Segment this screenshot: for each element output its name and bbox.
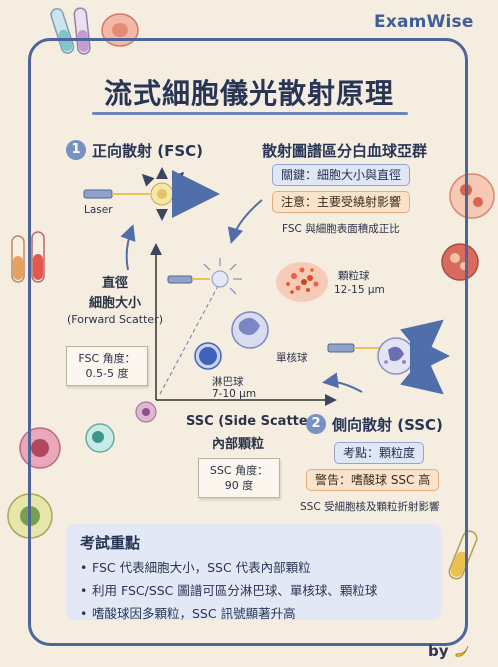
lymphocyte-size: 7-10 μm (212, 388, 257, 400)
step-number-2: 2 (306, 414, 326, 434)
granulocyte-cluster (276, 262, 328, 302)
byline: by (428, 642, 470, 660)
step-number-1: 1 (66, 140, 86, 160)
title-underline (92, 112, 408, 115)
fsc-heading: 正向散射 (FSC) (92, 142, 203, 160)
exam-point: •嗜酸球因多顆粒，SSC 訊號顯著升高 (80, 606, 296, 621)
right-cells-icon (441, 173, 495, 281)
exam-point: •FSC 代表細胞大小，SSC 代表內部顆粒 (80, 560, 311, 575)
plot-laser-icon (167, 275, 210, 284)
exam-heading: 考試重點 (80, 534, 141, 552)
ssc-cell-icon (377, 337, 415, 375)
ssc-heading: 側向散射 (SSC) (332, 416, 443, 434)
tag-to-plot-arrow (227, 199, 263, 244)
test-tubes-icon (50, 7, 91, 55)
fsc-angle-line1: FSC 角度： (78, 352, 136, 365)
ssc-down-arrow (400, 353, 444, 395)
ssc-to-plot-arrow (322, 372, 363, 393)
byline-text: by (428, 642, 449, 660)
monocyte-cell (231, 311, 269, 349)
exam-tag: 考點：顆粒度 (334, 442, 425, 464)
ssc-angle-line1: SSC 角度： (209, 464, 269, 477)
fsc-axis-label-3: (Forward Scatter) (66, 313, 163, 326)
content-frame (28, 38, 468, 646)
exam-point-text: FSC 代表細胞大小，SSC 代表內部顆粒 (92, 560, 311, 575)
exam-point-text: 利用 FSC/SSC 圖譜可區分淋巴球、單核球、顆粒球 (92, 583, 378, 598)
granulocyte-size: 12-15 μm (334, 284, 385, 296)
plot-heading: 散射圖譜區分白血球亞群 (262, 142, 428, 160)
ssc-axis-label-2: 內部顆粒 (212, 437, 265, 452)
lymphocyte-label: 淋巴球 (212, 376, 244, 388)
ssc-laser-icon (327, 343, 380, 353)
fsc-label-arrow (120, 224, 136, 271)
banana-icon (455, 645, 469, 657)
warning-tag: 警告：嗜酸球 SSC 高 (306, 469, 440, 491)
fsc-axis-label-1: 直徑 (101, 276, 128, 291)
laser-label: Laser (84, 204, 113, 216)
key-tag: 關鍵：細胞大小與直徑 (272, 164, 411, 186)
exam-point: •利用 FSC/SSC 圖譜可區分淋巴球、單核球、顆粒球 (80, 583, 378, 598)
fsc-caption: FSC 與細胞表面積成正比 (282, 223, 400, 235)
granulocyte-label: 顆粒球 (338, 270, 370, 282)
exam-point-text: 嗜酸球因多顆粒，SSC 訊號顯著升高 (92, 606, 296, 621)
ssc-caption: SSC 受細胞核及顆粒折射影響 (300, 501, 440, 513)
lymphocyte-cell (194, 342, 222, 370)
fsc-angle-note: FSC 角度： 0.5-5 度 (66, 346, 148, 386)
fsc-axis-label-2: 細胞大小 (88, 296, 141, 311)
attention-tag: 注意：主要受繞射影響 (272, 191, 411, 213)
fsc-laser-icon (83, 189, 150, 199)
ssc-axis-label-1: SSC (Side Scatter) (186, 414, 321, 429)
left-tubes-icon (11, 231, 45, 283)
ssc-angle-note: SSC 角度： 90 度 (198, 458, 280, 498)
fsc-angle-line2: 0.5-5 度 (85, 367, 129, 380)
ssc-angle-line2: 90 度 (224, 479, 254, 492)
monocyte-label: 單核球 (276, 352, 308, 364)
ssc-up-arrow (400, 319, 444, 361)
plot-scatter-cell-icon (203, 258, 242, 295)
exam-points-box: 考試重點 •FSC 代表細胞大小，SSC 代表內部顆粒 •利用 FSC/SSC … (66, 524, 442, 621)
bottom-right-tube-icon (448, 530, 478, 580)
brand-logo: ExamWise (374, 12, 474, 32)
page-title: 流式細胞儀光散射原理 (103, 77, 394, 110)
